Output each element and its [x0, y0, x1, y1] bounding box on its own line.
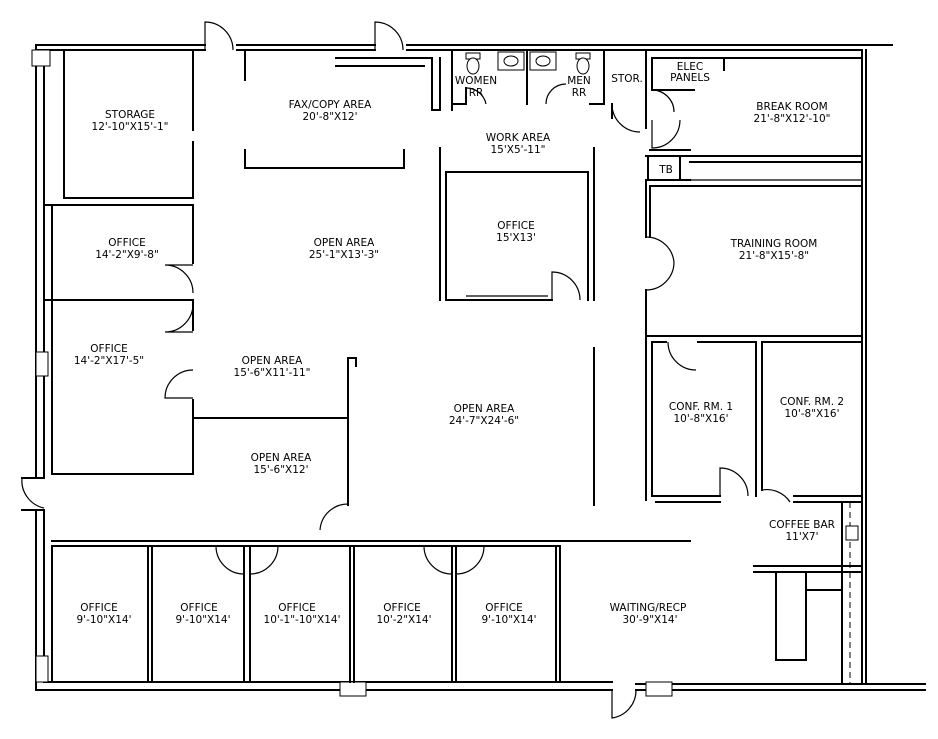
interior-walls [21, 49, 863, 685]
stor-label: STOR. [611, 73, 643, 85]
exterior-walls [31, 44, 926, 697]
tb-label: TB [658, 164, 673, 176]
door-swings [21, 21, 791, 719]
fixtures [465, 51, 591, 75]
